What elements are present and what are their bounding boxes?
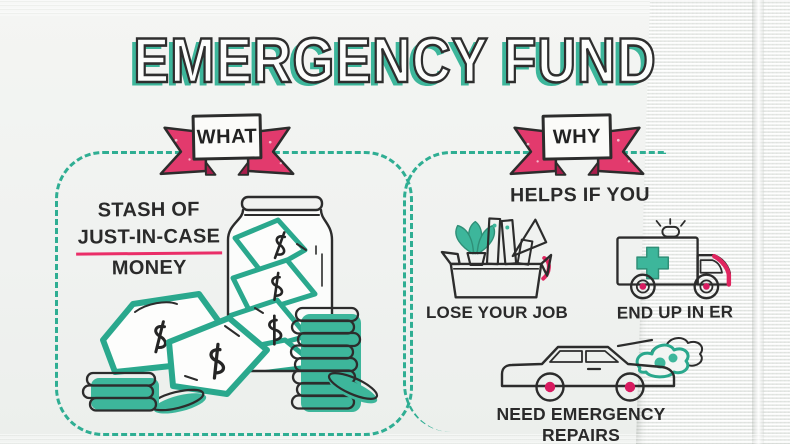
what-banner-label: WHAT	[191, 113, 263, 161]
what-banner: WHAT	[155, 113, 299, 178]
why-heading: HELPS IF YOU	[509, 183, 651, 207]
job-box-icon	[440, 217, 553, 299]
why-banner-label: WHY	[541, 113, 613, 161]
car-repairs-icon	[500, 337, 704, 402]
reason-label-er: END UP IN ER	[616, 302, 734, 323]
money-jar-illustration	[81, 195, 379, 414]
napkin-fold-line	[752, 0, 764, 444]
ambulance-icon	[616, 218, 732, 300]
reason-label-repairs: NEED EMERGENCY REPAIRS	[496, 404, 666, 444]
why-banner: WHY	[505, 113, 649, 178]
reason-label-lose-job: LOSE YOUR JOB	[425, 303, 569, 322]
page-title: EMERGENCY FUND	[132, 24, 657, 97]
